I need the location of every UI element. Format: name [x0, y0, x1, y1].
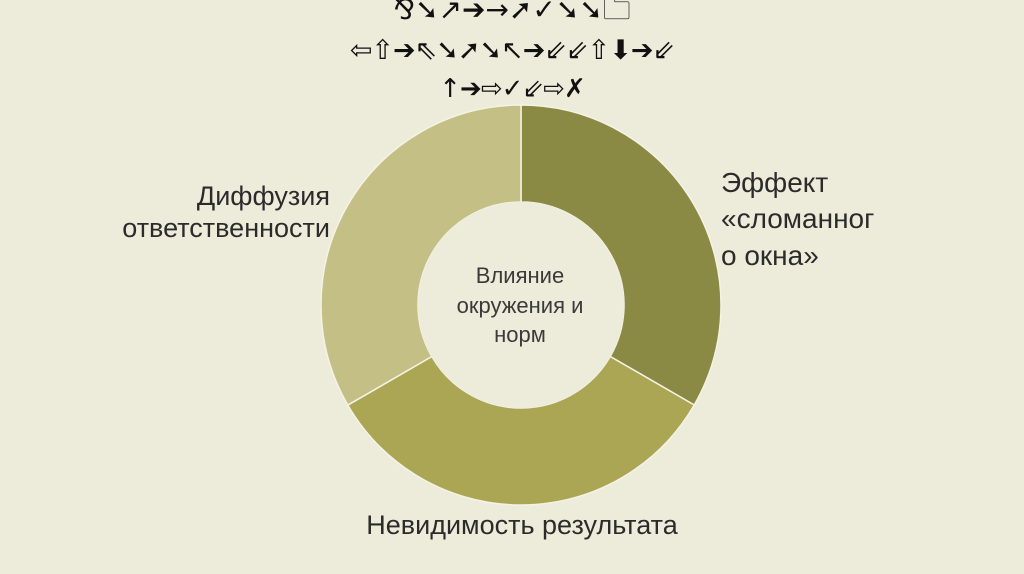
donut-center-label: Влияние окружения и норм [456, 263, 584, 348]
donut-hole [418, 202, 624, 408]
symbol-row-1: ⅋➘↗➔→➚✓➘➘🗀 [393, 0, 631, 26]
label-invisibility-of-result: Невидимость результата [366, 510, 678, 540]
symbol-row-3: ↑➔⇨✓⇙⇨✗ [439, 74, 586, 104]
label-broken-window-effect: Эффект «сломанног о окна» [721, 167, 875, 271]
symbol-row-2: ⇦⇧➔⇖➘➚➘↖➔⇙⇙⇧⬇➔⇙ [349, 35, 675, 66]
label-diffusion-of-responsibility: Диффузия ответственности [122, 181, 330, 244]
